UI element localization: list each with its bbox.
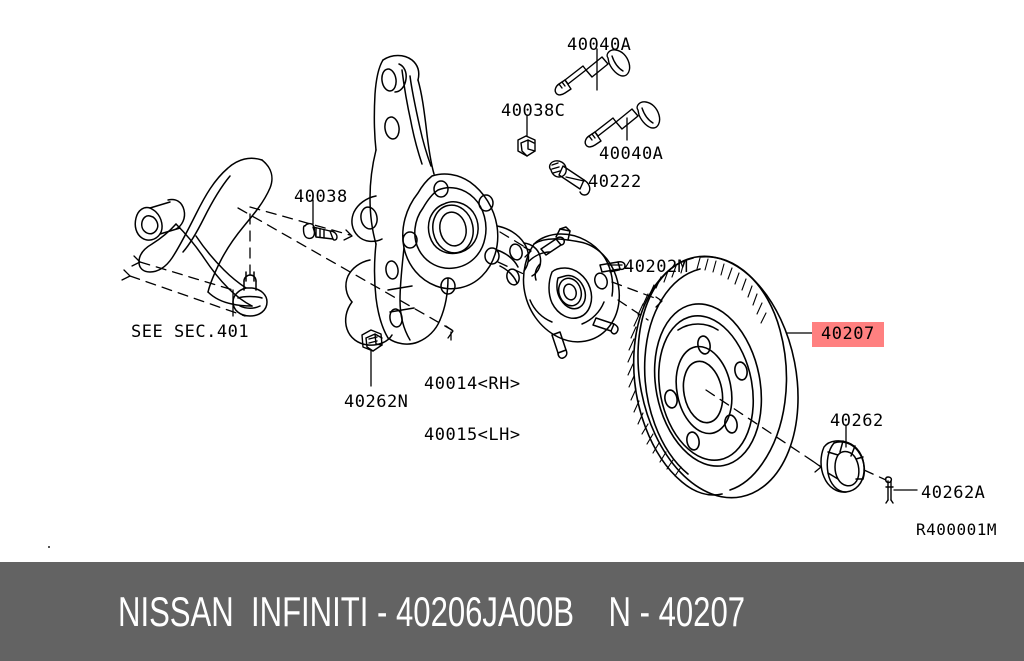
- callout-see-sec-401[interactable]: SEE SEC.401: [131, 322, 250, 342]
- callout-40202m[interactable]: 40202M: [624, 257, 689, 277]
- assembly-dashed-lines: [129, 206, 887, 481]
- knuckle-bolt-40038-part: [302, 222, 338, 241]
- knuckle-bolt-40040a-lower-part: [584, 101, 661, 148]
- footer-caption: NISSAN INFINITI - 40206JA00B N - 40207: [118, 587, 746, 635]
- steering-knuckle-part: [344, 54, 542, 346]
- axle-nut-40262-part: [820, 440, 866, 493]
- callout-40262n[interactable]: 40262N: [344, 392, 409, 412]
- strut-nut-40038c-part: [517, 135, 536, 157]
- wheel-stud-40222-part: [548, 160, 591, 196]
- stray-dot-artifact: [48, 546, 50, 548]
- callout-40038c[interactable]: 40038C: [501, 101, 566, 121]
- knuckle-bolt-40040a-upper-part: [554, 49, 631, 96]
- callout-40222[interactable]: 40222: [588, 172, 642, 192]
- callout-40014-40015-group[interactable]: 40014<RH> 40015<LH>: [424, 342, 521, 478]
- assembly-arrowheads: [121, 229, 822, 473]
- wheel-hub-bearing-part: [522, 226, 626, 359]
- diagram-id-label: R400001M: [916, 520, 998, 539]
- footer-bar: NISSAN INFINITI - 40206JA00B N - 40207: [0, 562, 1024, 661]
- hub-nut-40262n-part: [361, 329, 383, 352]
- callout-40040a-upper[interactable]: 40040A: [567, 35, 632, 55]
- callout-40262[interactable]: 40262: [830, 411, 884, 431]
- exploded-parts-drawing: [121, 48, 918, 504]
- brake-rotor-40207-part: [627, 255, 799, 499]
- control-arm-part: [134, 157, 273, 317]
- callout-40262a[interactable]: 40262A: [921, 483, 986, 503]
- cotter-pin-40262a-part: [884, 476, 894, 504]
- callout-40014-rh: 40014<RH>: [424, 374, 521, 394]
- diagram-canvas: SEE SEC.401 40038 40262N 40038C 40040A 4…: [48, 35, 998, 548]
- callout-40038[interactable]: 40038: [294, 187, 348, 207]
- callout-40015-lh: 40015<LH>: [424, 425, 521, 445]
- leader-lines: [232, 48, 918, 491]
- callout-40207-selected[interactable]: 40207: [812, 322, 884, 347]
- callout-40040a-lower[interactable]: 40040A: [599, 144, 664, 164]
